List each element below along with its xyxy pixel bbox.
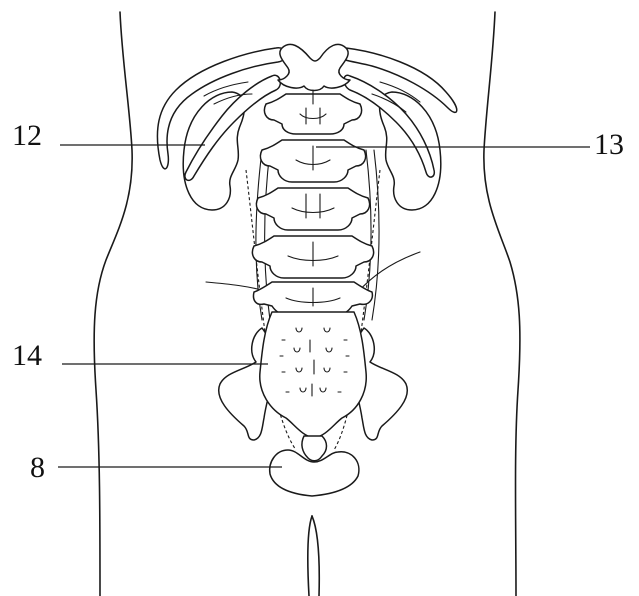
thigh-gap-left — [308, 516, 312, 596]
thigh-gap-right — [312, 516, 319, 596]
coccyx — [302, 436, 327, 461]
body-outline-right — [484, 12, 520, 596]
callout-label-12: 12 — [12, 121, 42, 151]
vertebra-l3 — [256, 188, 369, 230]
callout-label-13: 13 — [594, 130, 624, 160]
lumbar-vertebrae — [252, 90, 373, 315]
callout-label-14: 14 — [12, 341, 42, 371]
vertebra-t12 — [278, 44, 350, 90]
callout-label-8: 8 — [30, 453, 45, 483]
sacrum — [260, 312, 366, 438]
body-outline-left — [94, 12, 132, 596]
